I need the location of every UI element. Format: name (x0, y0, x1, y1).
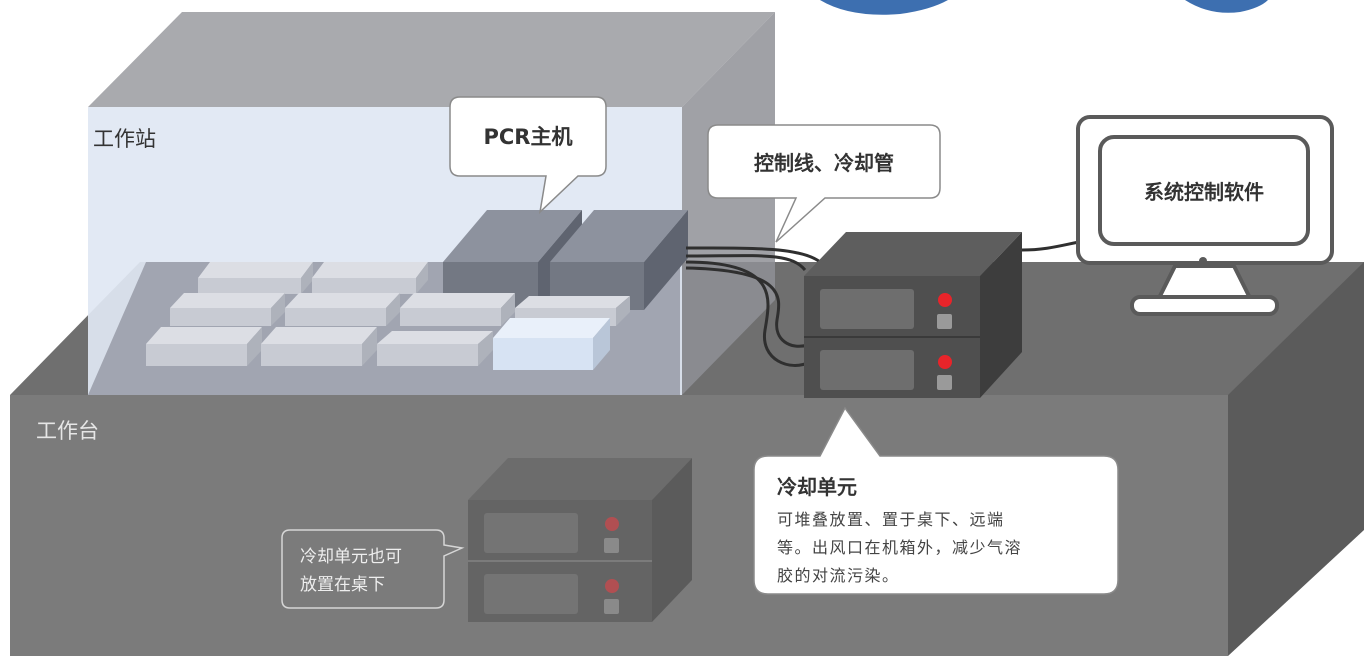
monitor-icon (1076, 115, 1334, 316)
workstation-side-face (682, 12, 775, 395)
cooling-unit-desc-line3: 胶的对流污染。 (777, 566, 900, 585)
under-desk-cooling-unit (468, 458, 692, 622)
control-lines-callout (707, 124, 941, 243)
pcr-host-label: PCR主机 (484, 125, 573, 149)
cooling-unit-desc-line1: 可堆叠放置、置于桌下、远端 (777, 510, 1005, 529)
power-led-icon (938, 293, 952, 307)
plate-racks (146, 262, 630, 370)
power-led-icon (938, 355, 952, 369)
under-desk-callout (281, 529, 465, 609)
pcr-host-callout (449, 96, 607, 215)
under-desk-line2: 放置在桌下 (300, 575, 385, 595)
cooling-unit-callout (753, 406, 1119, 595)
top-decoration (820, 0, 1268, 15)
workbench-side (1228, 262, 1364, 656)
cooling-unit-stack (804, 232, 1022, 398)
under-desk-line1: 冷却单元也可 (300, 547, 402, 567)
workstation-top-face (88, 12, 775, 107)
cooling-unit-title: 冷却单元 (777, 475, 857, 499)
bench-label: 工作台 (36, 419, 99, 443)
workstation-label: 工作站 (93, 127, 156, 151)
cooling-unit-desc-line2: 等。出风口在机箱外，减少气溶 (777, 538, 1022, 557)
software-label: 系统控制软件 (1144, 180, 1264, 204)
control-lines-label: 控制线、冷却管 (754, 151, 894, 175)
